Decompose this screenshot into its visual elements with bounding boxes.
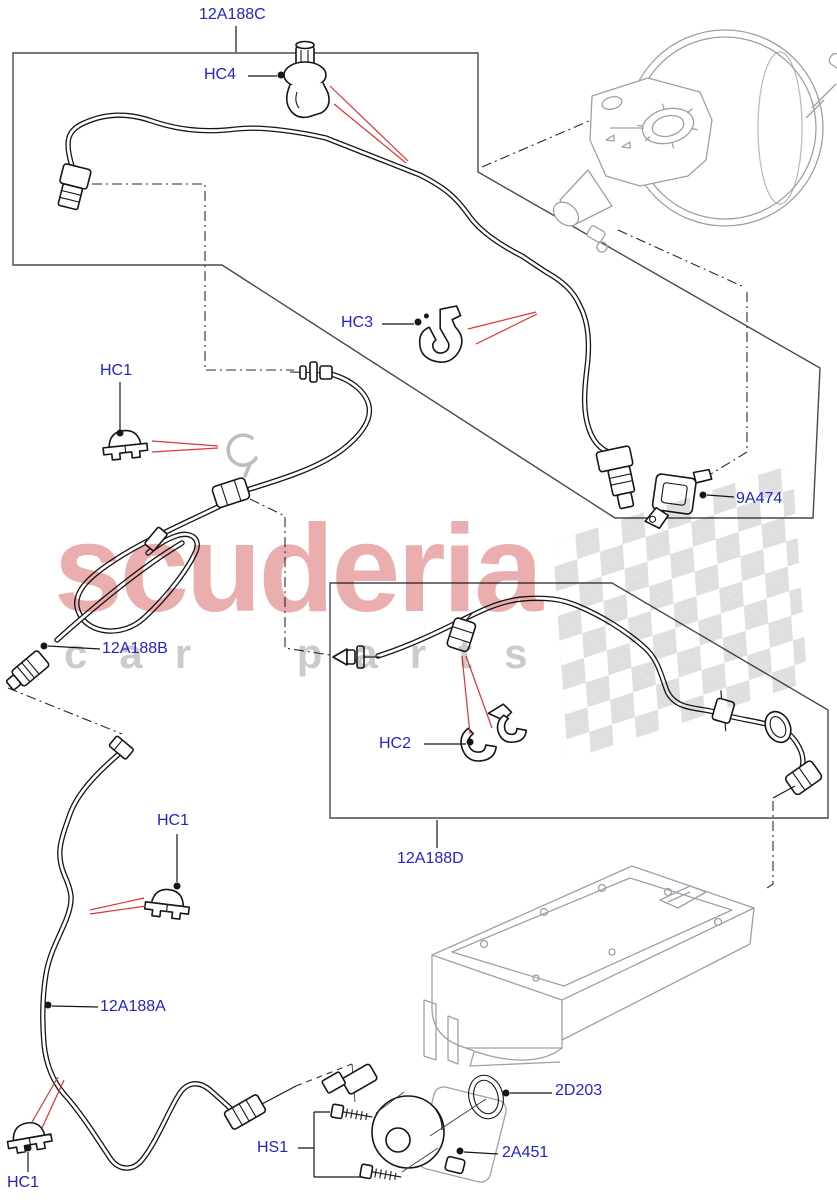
label-12a188c[interactable]: 12A188C xyxy=(199,6,266,23)
label-hc4[interactable]: HC4 xyxy=(204,66,237,83)
hose-b-end-fitting xyxy=(5,650,50,691)
hose-c-start-elbow-connector xyxy=(57,163,92,211)
label-hc3[interactable]: HC3 xyxy=(341,314,374,331)
clip-hc2 xyxy=(460,703,527,762)
label-hc1-middle[interactable]: HC1 xyxy=(157,812,190,829)
red-pointer-lines xyxy=(31,85,538,1129)
hose-c-end-elbow-connector xyxy=(595,445,636,510)
hose-d-start-fitting xyxy=(332,645,380,669)
engine-cover xyxy=(423,865,755,1067)
label-12a188a[interactable]: 12A188A xyxy=(100,998,166,1015)
hose-a-start-fitting xyxy=(108,735,134,760)
hose-12a188d xyxy=(378,598,803,771)
hose-12a188b xyxy=(57,374,369,640)
hose-d-grommet xyxy=(764,710,792,744)
hose-d-clamp-bracket xyxy=(446,611,477,653)
label-2a451[interactable]: 2A451 xyxy=(502,1144,549,1161)
brake-booster xyxy=(552,29,837,253)
bolt-lower xyxy=(359,1163,402,1181)
o-ring-2d203 xyxy=(468,1074,504,1120)
grommet-hc4 xyxy=(283,40,330,119)
reference-box-top xyxy=(12,52,821,519)
hose-d-end-connector xyxy=(784,760,823,796)
reference-box-hose-d xyxy=(329,582,829,819)
hose-b-loop-clamp xyxy=(144,526,168,552)
hose-12a188a xyxy=(43,753,232,1168)
label-hs1[interactable]: HS1 xyxy=(257,1139,289,1156)
hose-12a188c xyxy=(68,115,616,455)
hose-d-clip xyxy=(711,690,736,732)
label-12a188b[interactable]: 12A188B xyxy=(102,640,168,657)
label-2d203[interactable]: 2D203 xyxy=(555,1082,603,1099)
bolt-upper xyxy=(330,1103,373,1121)
clip-hc1-upper xyxy=(100,427,150,462)
retainer-c-clip xyxy=(226,433,258,478)
hose-b-junction-connector xyxy=(211,477,251,509)
clip-hc1-middle xyxy=(143,886,192,921)
label-9a474[interactable]: 9A474 xyxy=(736,490,783,507)
label-hc2[interactable]: HC2 xyxy=(379,735,412,752)
hose-b-start-fitting xyxy=(289,361,333,383)
label-hc1-upper[interactable]: HC1 xyxy=(100,362,133,379)
vacuum-pump-hs1 xyxy=(295,1063,507,1183)
clip-hc3 xyxy=(418,305,463,363)
label-12a188d[interactable]: 12A188D xyxy=(397,850,464,867)
hose-a-end-elbow-connector xyxy=(223,1094,267,1130)
label-hc1-lower[interactable]: HC1 xyxy=(7,1174,40,1191)
